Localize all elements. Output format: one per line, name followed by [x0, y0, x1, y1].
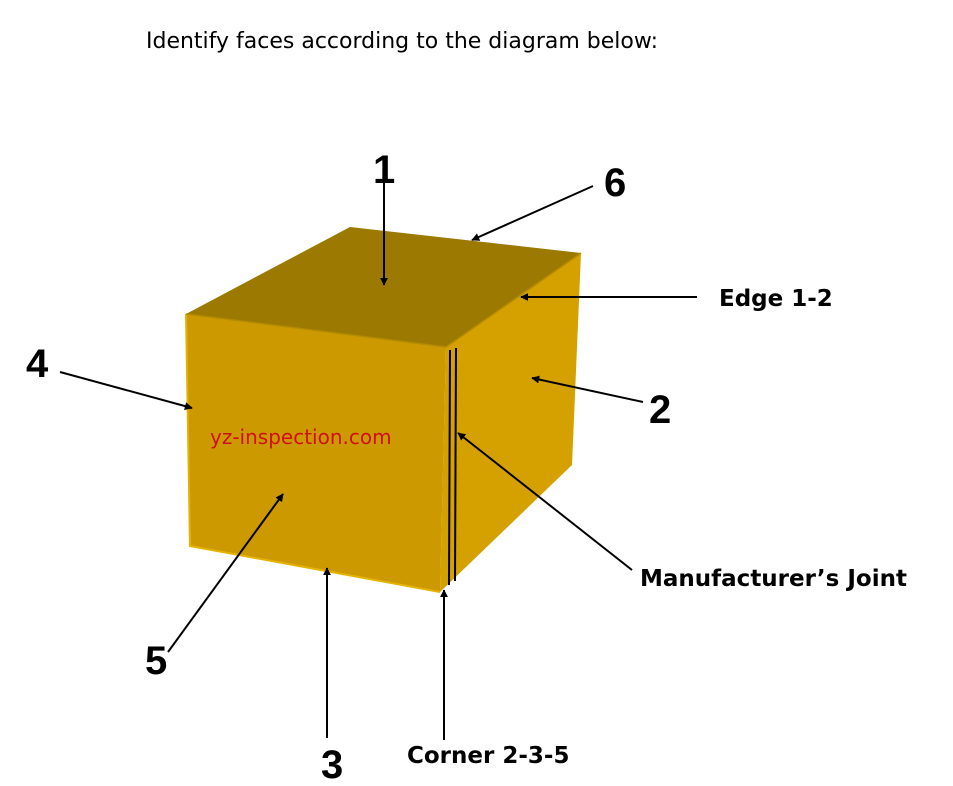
arrow-manufacturers-joint	[457, 432, 633, 571]
arrows	[59, 183, 697, 740]
label-face-5: 5	[145, 639, 167, 683]
diagram-title: Identify faces according to the diagram …	[146, 29, 658, 54]
cube-top-edge-highlight	[185, 313, 447, 348]
cube-front-face	[186, 314, 446, 592]
arrow-face-2	[531, 375, 644, 403]
arrow-face-5	[167, 493, 284, 653]
cube-front-edge-highlight	[185, 313, 441, 593]
manufacturers-joint-seam-line-2	[454, 347, 457, 582]
arrow-face-6	[471, 185, 594, 241]
label-face-1: 1	[373, 148, 395, 192]
label-edge-1-2: Edge 1-2	[719, 286, 833, 312]
manufacturers-joint-seam-line-1	[448, 349, 451, 586]
label-face-2: 2	[649, 388, 671, 432]
arrow-face-4	[59, 371, 193, 410]
label-face-4: 4	[26, 342, 49, 386]
label-face-6: 6	[604, 161, 626, 205]
label-corner-2-3-5: Corner 2-3-5	[407, 743, 569, 769]
watermark-text: yz-inspection.com	[210, 425, 392, 449]
cube-edge-1-2-highlight	[445, 252, 582, 348]
cube	[185, 227, 582, 593]
label-manufacturers-joint: Manufacturer’s Joint	[640, 566, 907, 592]
cube-right-face	[440, 253, 581, 592]
cube-top-face	[186, 227, 581, 347]
label-face-3: 3	[321, 743, 343, 786]
